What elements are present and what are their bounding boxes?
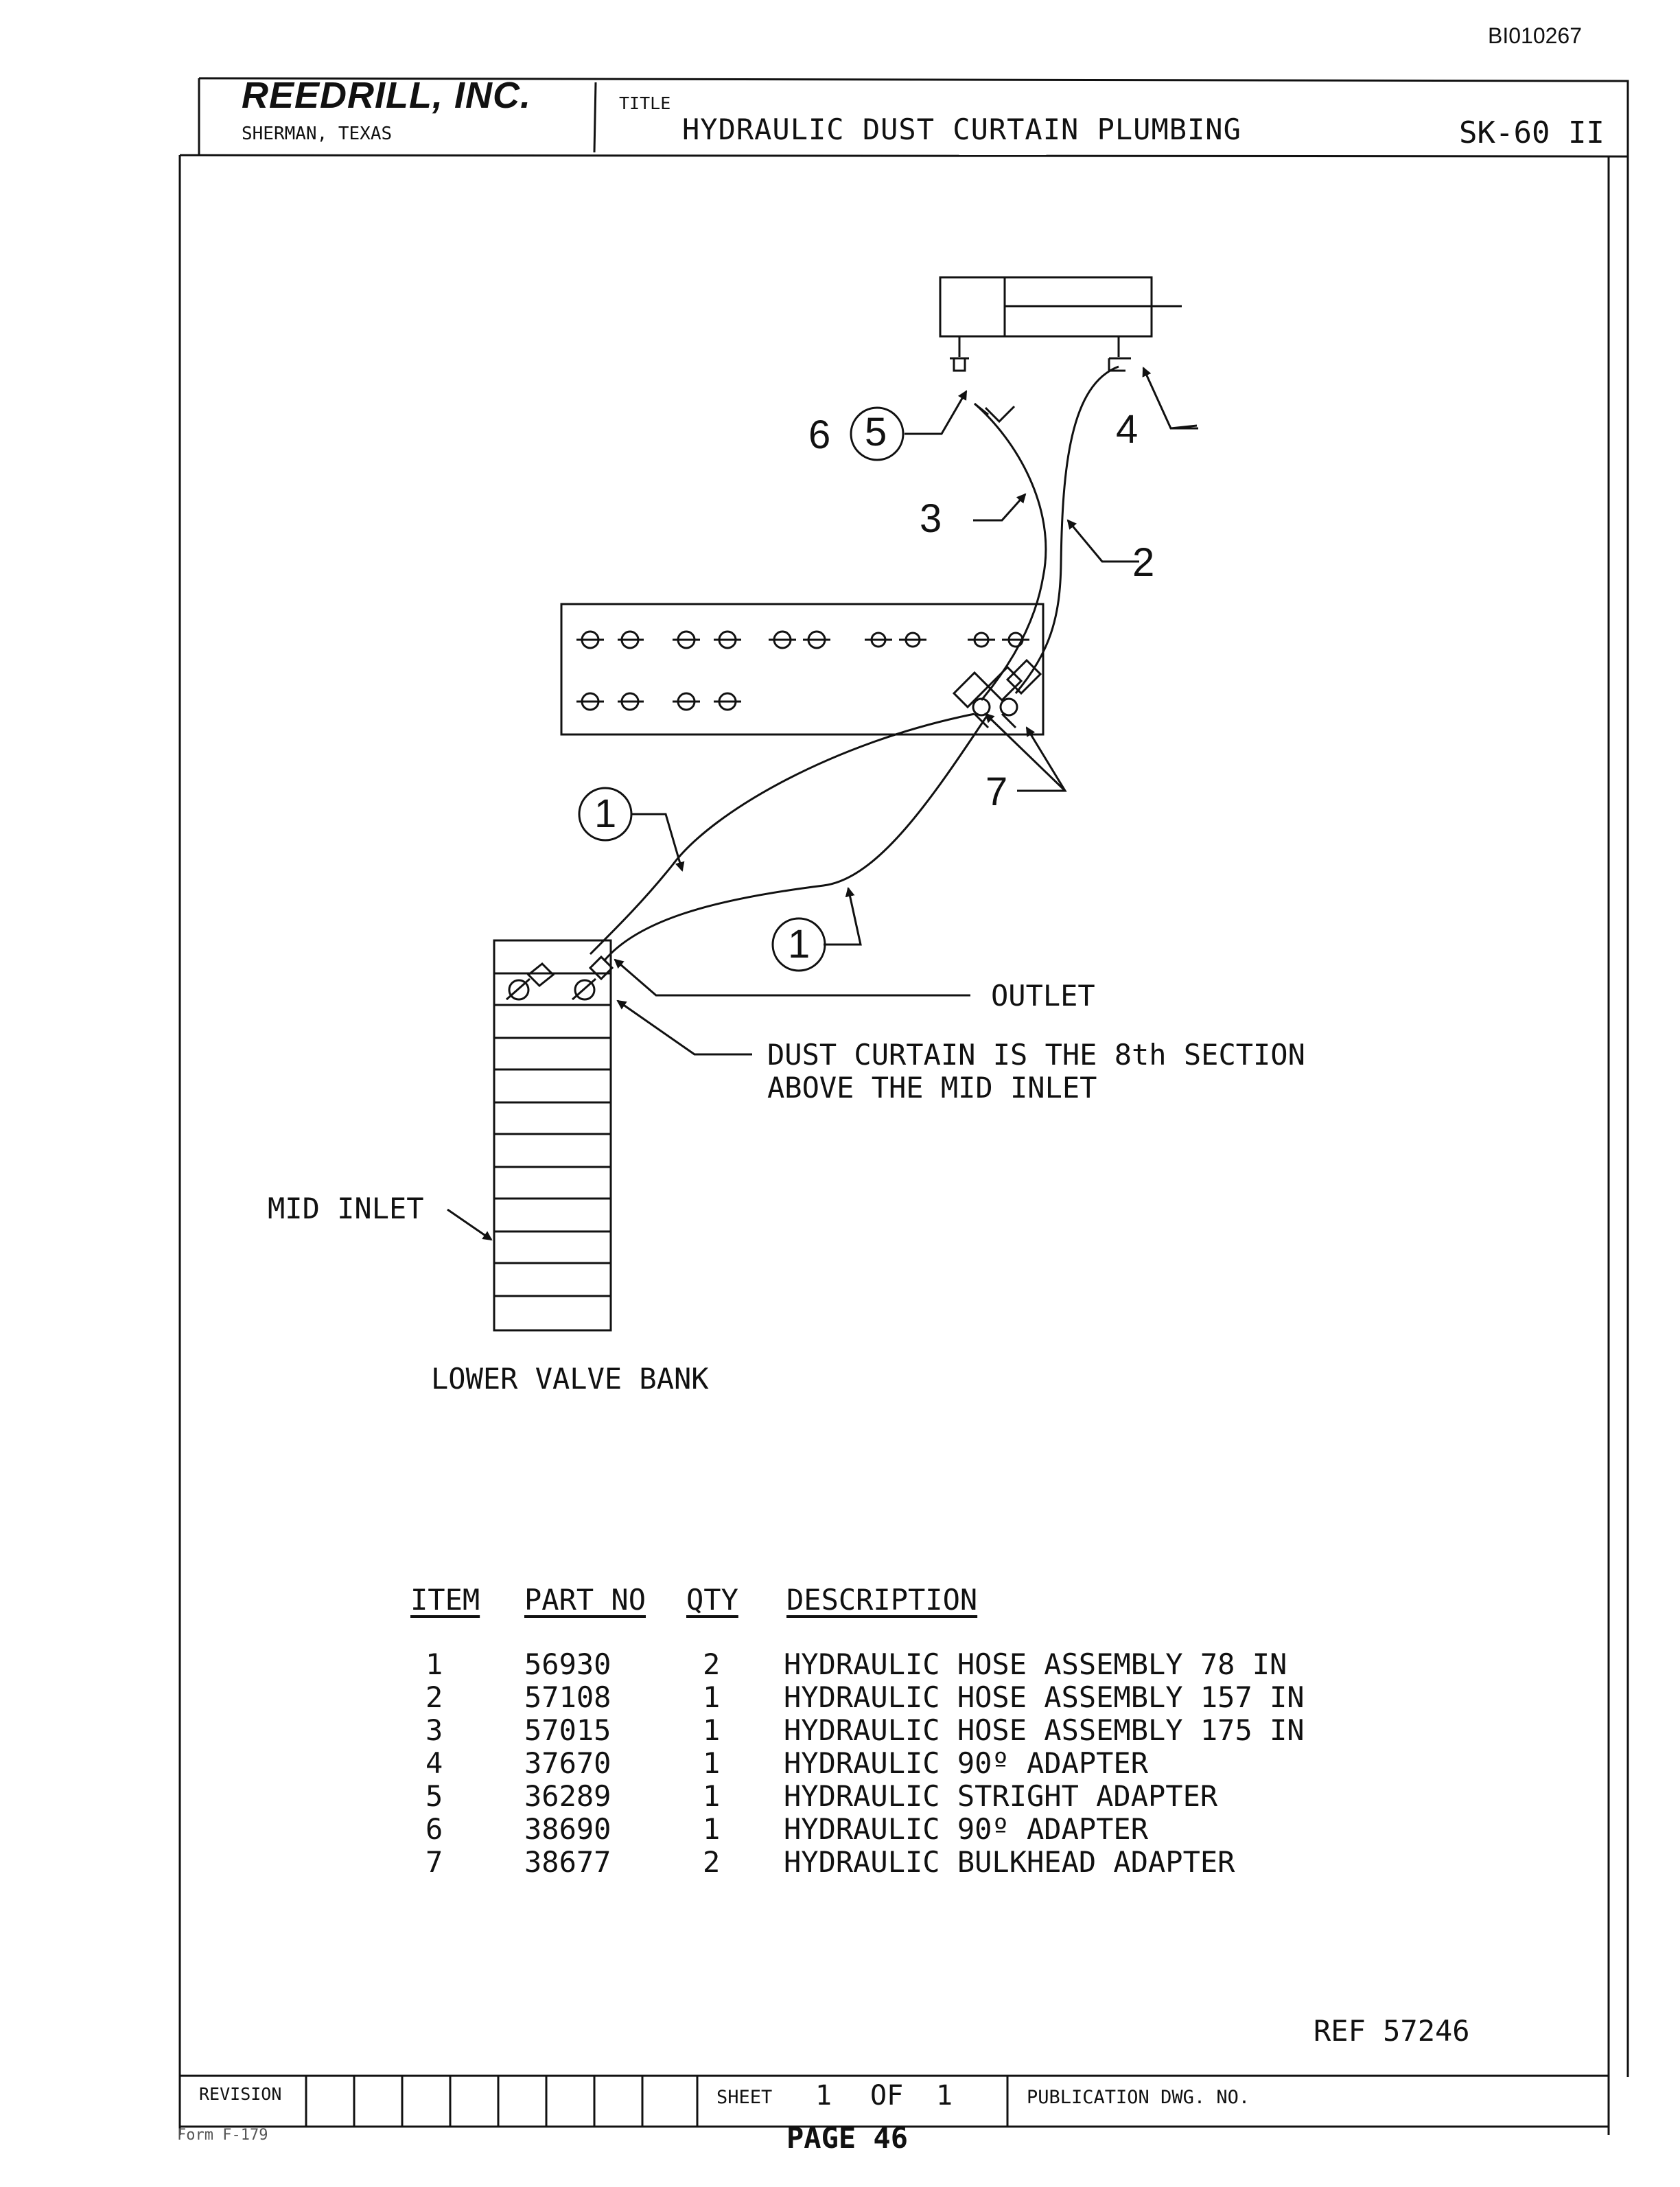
row-part-no: 38677 — [524, 1845, 611, 1879]
drawing-border — [198, 77, 1629, 2077]
row-description: HYDRAULIC STRIGHT ADAPTER — [784, 1779, 1218, 1813]
reference-number: REF 57246 — [1314, 2014, 1470, 2048]
lower-valve-bank-label: LOWER VALVE BANK — [431, 1362, 709, 1396]
leader-mid-inlet — [447, 1208, 493, 1241]
col-header-part-no: PART NO — [524, 1583, 646, 1617]
publication-dwg-label: PUBLICATION DWG. NO. — [1027, 2087, 1250, 2108]
leader-outlet — [614, 958, 970, 997]
row-qty: 2 — [703, 1845, 721, 1879]
callout-5: 5 — [865, 410, 887, 454]
row-description: HYDRAULIC HOSE ASSEMBLY 175 IN — [784, 1713, 1305, 1747]
row-qty: 2 — [703, 1647, 721, 1681]
callout-2: 2 — [1132, 540, 1155, 585]
sheet-total: 1 — [936, 2080, 953, 2111]
sheet-label: SHEET — [716, 2087, 773, 2108]
row-item: 5 — [425, 1779, 443, 1813]
row-item: 6 — [425, 1812, 443, 1846]
balloon-1b — [771, 917, 826, 972]
hose-1a — [589, 713, 975, 956]
callout-3: 3 — [920, 496, 942, 541]
row-description: HYDRAULIC HOSE ASSEMBLY 78 IN — [784, 1647, 1287, 1681]
row-item: 2 — [425, 1680, 443, 1714]
hydraulic-cylinder — [939, 276, 1182, 372]
callout-leaders — [447, 367, 1198, 1241]
sheet-of-label: OF — [870, 2080, 904, 2111]
row-item: 4 — [425, 1746, 443, 1780]
row-part-no: 37670 — [524, 1746, 611, 1780]
title-label: TITLE — [619, 93, 671, 113]
company-name: REEDRILL, INC. — [242, 75, 532, 116]
document-id: BI010267 — [1488, 23, 1583, 48]
row-qty: 1 — [703, 1746, 721, 1780]
hydraulic-hoses — [589, 365, 1119, 962]
row-qty: 1 — [703, 1680, 721, 1714]
callout-6: 6 — [808, 413, 831, 457]
drawing-title: HYDRAULIC DUST CURTAIN PLUMBING — [682, 113, 1241, 146]
company-location: SHERMAN, TEXAS — [242, 124, 393, 144]
row-description: HYDRAULIC HOSE ASSEMBLY 157 IN — [784, 1680, 1305, 1714]
leader-4 — [1142, 367, 1198, 430]
hose-1b — [603, 713, 990, 962]
hose-2 — [1014, 365, 1119, 694]
form-number: Form F-179 — [177, 2127, 268, 2144]
leader-3 — [973, 493, 1027, 522]
callout-4: 4 — [1116, 407, 1139, 452]
row-description: HYDRAULIC BULKHEAD ADAPTER — [784, 1845, 1235, 1879]
callout-1b: 1 — [788, 922, 810, 967]
title-block-divider — [593, 82, 597, 153]
leader-dust-curtain — [616, 999, 752, 1056]
lower-valve-bank — [493, 939, 614, 1332]
row-qty: 1 — [703, 1713, 721, 1747]
hose-3 — [974, 402, 1047, 701]
row-part-no: 57108 — [524, 1680, 611, 1714]
row-item: 3 — [425, 1713, 443, 1747]
row-qty: 1 — [703, 1779, 721, 1813]
leader-2 — [1066, 519, 1139, 563]
bottom-title-block — [180, 2074, 1609, 2128]
revision-label: REVISION — [199, 2084, 282, 2104]
row-item: 7 — [425, 1845, 443, 1879]
col-header-qty: QTY — [686, 1583, 738, 1617]
sheet-number: 1 — [815, 2080, 832, 2111]
row-description: HYDRAULIC 90º ADAPTER — [784, 1746, 1149, 1780]
col-header-description: DESCRIPTION — [786, 1583, 978, 1617]
row-part-no: 36289 — [524, 1779, 611, 1813]
dust-curtain-note-line2: ABOVE THE MID INLET — [767, 1071, 1097, 1104]
row-part-no: 38690 — [524, 1812, 611, 1846]
row-part-no: 57015 — [524, 1713, 611, 1747]
balloon-1a — [578, 787, 633, 842]
mid-inlet-label: MID INLET — [268, 1192, 424, 1225]
row-item: 1 — [425, 1647, 443, 1681]
row-description: HYDRAULIC 90º ADAPTER — [784, 1812, 1149, 1846]
leader-1b — [824, 887, 862, 946]
leader-1a — [631, 813, 685, 872]
outlet-label: OUTLET — [991, 979, 1095, 1012]
callout-1a: 1 — [594, 791, 617, 836]
page-number: PAGE 46 — [786, 2121, 909, 2155]
dust-curtain-note-line1: DUST CURTAIN IS THE 8th SECTION — [767, 1038, 1305, 1072]
col-header-item: ITEM — [410, 1583, 480, 1617]
leader-7 — [1017, 726, 1067, 792]
balloon-5 — [850, 406, 905, 461]
leader-5 — [905, 390, 968, 435]
drawing-number: SK-60 II — [1459, 115, 1605, 150]
row-part-no: 56930 — [524, 1647, 611, 1681]
row-qty: 1 — [703, 1812, 721, 1846]
callout-7: 7 — [985, 769, 1008, 814]
